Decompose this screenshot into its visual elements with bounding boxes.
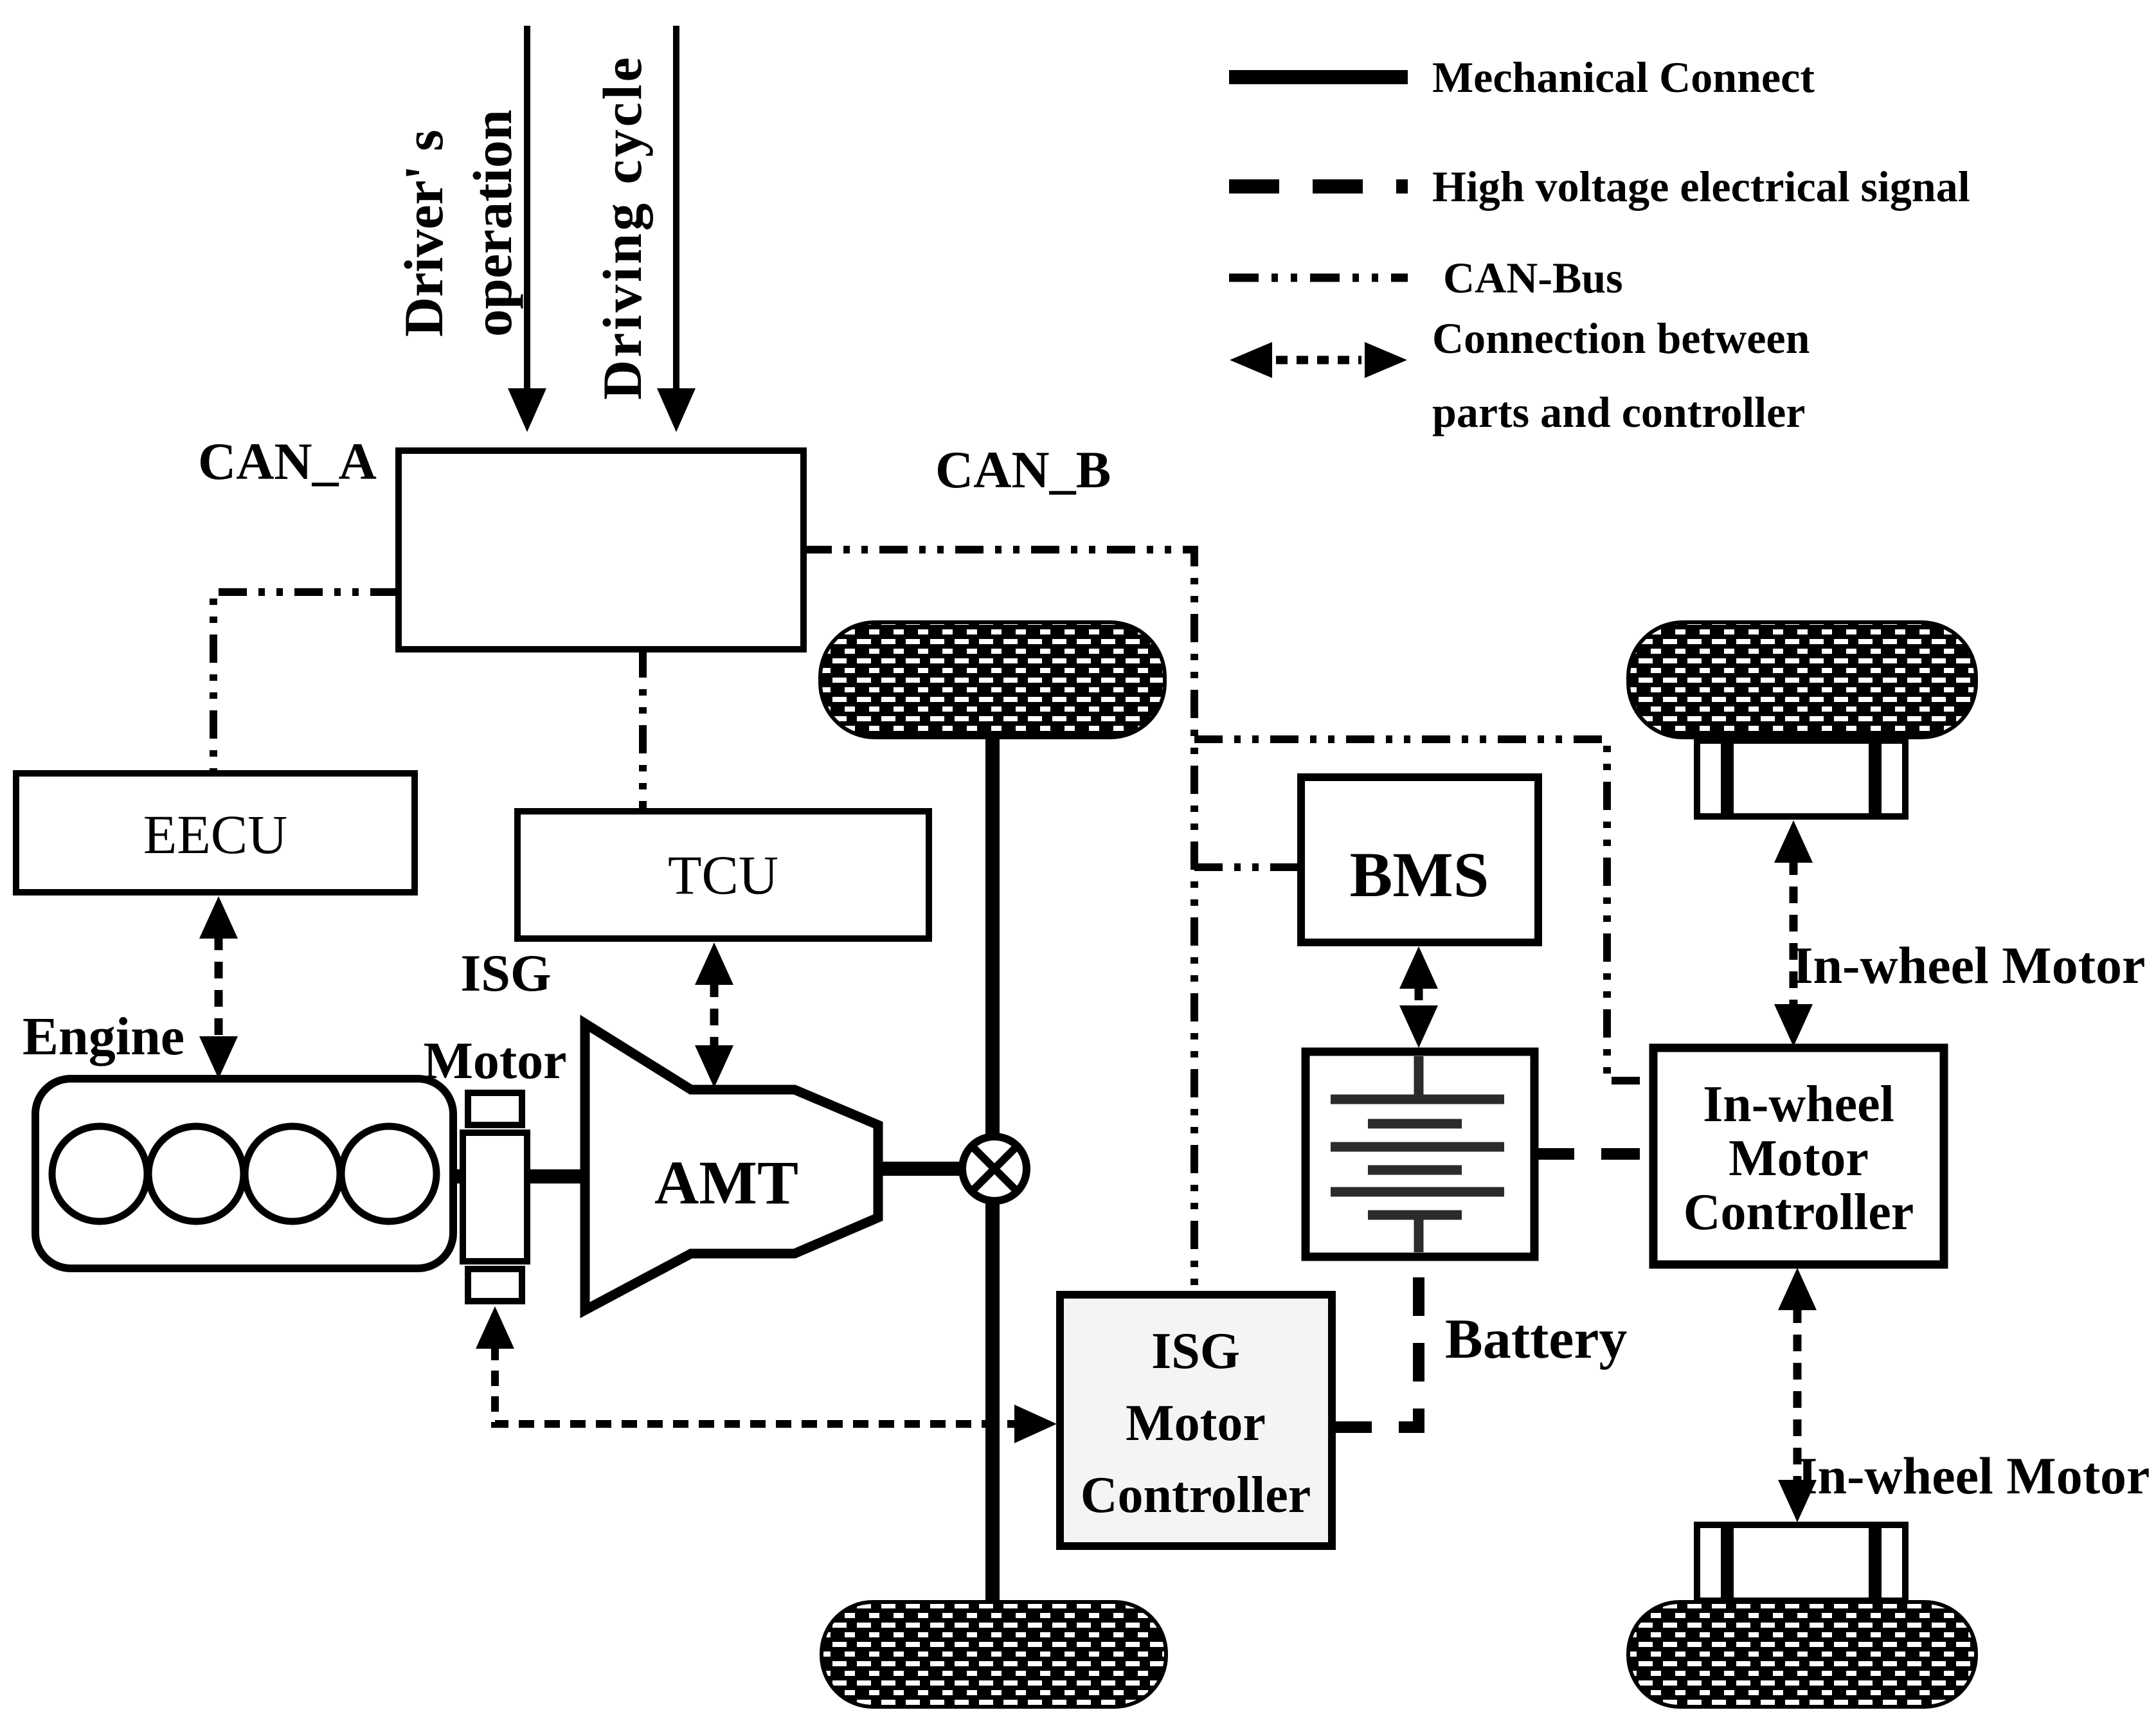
isg-motor-controller-label-line3: Controller [1081,1467,1311,1524]
wheel-rear-left [820,1600,1168,1709]
isg-motor-label-line2: Motor [423,1031,566,1090]
legend-can-bus-label: CAN-Bus [1443,253,1623,302]
bms-label: BMS [1350,839,1489,910]
isg-motor-controller-label-line2: Motor [1126,1395,1266,1452]
amt-label: AMT [654,1148,798,1217]
battery-symbol [1331,1056,1504,1252]
in-wheel-motor-controller-label-line3: Controller [1684,1184,1914,1241]
isg-motor-to-controller-connection [476,1306,1057,1443]
engine-block [31,1075,457,1272]
can-b-label: CAN_B [935,440,1111,499]
isg-motor-controller-box [1056,1291,1336,1550]
isg-motor-shape [460,1090,530,1304]
cylinder-2-icon [145,1122,247,1225]
can-b-bus-trunk [804,546,1198,1295]
engine-label: Engine [22,1007,184,1066]
driving-cycle-label: Driving cycle [591,55,653,400]
hv-line-battery-isg-controller [1333,1259,1424,1433]
can-a-bus-line [210,588,399,773]
driver-operation-label-line2: operation [462,109,523,337]
legend: Mechanical Connect High voltage electric… [1229,53,1970,437]
wheel-front-left [818,620,1167,739]
eecu-box [13,770,418,896]
wheel-front-right [1626,620,1978,739]
hybrid-control-unit-box [395,447,807,652]
in-wheel-motor-bottom-label: In-wheel Motor [1797,1446,2150,1505]
battery-label: Battery [1445,1308,1627,1371]
differential-icon [958,1133,1030,1205]
bms-box [1297,773,1542,946]
can-a-label: CAN_A [198,432,377,491]
in-wheel-motor-controller-label-line2: Motor [1729,1130,1869,1187]
can-b-branch-inwheel [1194,735,1653,1084]
legend-double-arrow-icon [1230,342,1407,378]
in-wheel-motor-hub-bottom [1694,1522,1909,1604]
driving-cycle-arrow [657,26,696,432]
in-wheel-motor-controller-label-line1: In-wheel [1703,1076,1894,1133]
driver-operation-label-line1: Driver' s [393,130,454,337]
bms-battery-connection-arrow [1399,946,1438,1048]
in-wheel-motor-bottom-connection-arrow [1778,1268,1817,1522]
legend-parts-controller-label-line2: parts and controller [1432,388,1806,437]
in-wheel-motor-controller-box [1649,1043,1948,1269]
in-wheel-motor-top-connection-arrow [1774,820,1813,1047]
isg-motor-controller-label-line1: ISG [1151,1323,1240,1380]
in-wheel-motor-top-label: In-wheel Motor [1793,936,2146,995]
eecu-label: EECU [143,804,288,865]
legend-mechanical-label: Mechanical Connect [1432,53,1815,102]
battery-box [1301,1047,1539,1261]
wheel-rear-right [1626,1600,1978,1709]
cylinder-3-icon [241,1122,344,1225]
cylinder-1-icon [48,1122,151,1225]
legend-parts-controller-label-line1: Connection between [1432,314,1810,363]
driver-operation-arrow [508,26,546,432]
eecu-engine-connection-arrow [199,896,238,1079]
tcu-label: TCU [668,844,778,906]
tcu-amt-connection-arrow [695,942,733,1088]
tcu-box [514,808,932,942]
isg-motor-label-line1: ISG [460,944,551,1002]
legend-high-voltage-label: High voltage electrical signal [1432,162,1970,211]
amt-shape [580,1014,883,1318]
cylinder-4-icon [337,1122,440,1225]
in-wheel-motor-hub-top [1694,737,1909,820]
